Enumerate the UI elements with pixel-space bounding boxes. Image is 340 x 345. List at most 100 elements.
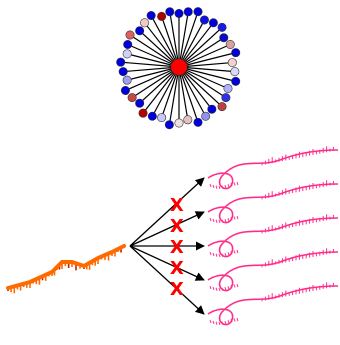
target-strand-tooth (222, 288, 223, 291)
network-node (224, 84, 232, 92)
blocked-x-mark: X (170, 195, 184, 216)
target-strand-tooth (216, 186, 217, 189)
source-strand-backbone (8, 246, 124, 288)
target-strand-tooth (228, 286, 229, 289)
network-node (124, 40, 132, 48)
network-node (123, 50, 131, 58)
network-node (175, 9, 183, 17)
network-edge (145, 23, 179, 67)
target-strand (208, 180, 338, 223)
blocked-x-mark: X (170, 216, 184, 237)
network-node (201, 112, 209, 120)
network-node (194, 118, 202, 126)
target-strand-tooth (234, 318, 235, 321)
network-edge (179, 67, 212, 109)
target-strand-tooth (228, 252, 229, 255)
target-strand-tooth (216, 254, 217, 257)
network-node (121, 86, 129, 94)
target-strand-tooth (234, 182, 235, 185)
target-strand-tooth (237, 216, 238, 219)
target-strand-tooth (219, 322, 220, 325)
target-strand-tooth (228, 184, 229, 187)
target-strand (208, 146, 338, 189)
blocked-x-mark: X (170, 279, 184, 300)
target-strand-tooth (219, 288, 220, 291)
target-strand-tooth (210, 252, 211, 255)
network-node (119, 67, 127, 75)
network-node (128, 93, 136, 101)
target-strand-backbone (208, 184, 338, 223)
target-strand-tooth (219, 186, 220, 189)
target-strand (208, 282, 338, 325)
target-strand-tooth (216, 288, 217, 291)
target-strand (208, 214, 338, 257)
network-node (175, 119, 183, 127)
network-node (209, 19, 217, 27)
network-node (184, 116, 192, 124)
target-strand-tooth (222, 220, 223, 223)
network-node (200, 16, 208, 24)
network-node (135, 99, 143, 107)
target-strand-tooth (213, 219, 214, 222)
network-node (208, 105, 216, 113)
network-edge (179, 23, 213, 67)
target-strand-tooth (228, 218, 229, 221)
source-strand (8, 246, 124, 293)
target-strand-backbone (208, 218, 338, 257)
target-strand-tooth (228, 320, 229, 323)
network-node (166, 8, 174, 16)
target-strand-tooth (234, 216, 235, 219)
target-strand-tooth (222, 254, 223, 257)
target-strand-tooth (222, 186, 223, 189)
target-strand-tooth (210, 218, 211, 221)
target-strand-tooth (234, 250, 235, 253)
star-network (116, 7, 239, 128)
network-node (123, 76, 131, 84)
target-strand-tooth (213, 185, 214, 188)
target-strand (208, 248, 338, 291)
network-node (126, 31, 134, 39)
network-edge (179, 67, 226, 98)
binding-arrow (130, 246, 204, 314)
network-node (139, 109, 147, 117)
network-node (148, 112, 156, 120)
network-node (184, 8, 192, 16)
network-node (226, 40, 234, 48)
target-strand-tooth (213, 287, 214, 290)
network-node (147, 11, 155, 19)
network-node (222, 93, 230, 101)
target-strand-tooth (216, 322, 217, 325)
blocked-x-mark: X (170, 258, 184, 279)
target-strand-tooth (234, 284, 235, 287)
binding-arrow (130, 212, 204, 246)
binding-arrow (130, 178, 204, 246)
network-node (157, 113, 165, 121)
target-strand-tooth (237, 318, 238, 321)
network-edge (132, 67, 179, 98)
target-strand-tooth (210, 184, 211, 187)
blocked-x-mark: X (170, 237, 184, 258)
network-node (135, 27, 143, 35)
network-node (232, 48, 240, 56)
target-strand-tooth (219, 220, 220, 223)
target-strand-tooth (213, 321, 214, 324)
target-strand-tooth (237, 250, 238, 253)
target-strands (208, 146, 338, 325)
network-node (218, 23, 226, 31)
network-node (157, 12, 165, 20)
network-node (140, 19, 148, 27)
target-strand-tooth (237, 284, 238, 287)
network-hub-node (171, 59, 187, 75)
network-node (228, 58, 236, 66)
target-strand-tooth (222, 322, 223, 325)
network-node (231, 67, 239, 75)
target-strand-tooth (219, 254, 220, 257)
target-strand-backbone (208, 286, 338, 325)
network-node (194, 7, 202, 15)
network-node (232, 77, 240, 85)
network-edge (143, 67, 179, 113)
target-strand-tooth (213, 253, 214, 256)
network-node (116, 58, 124, 66)
